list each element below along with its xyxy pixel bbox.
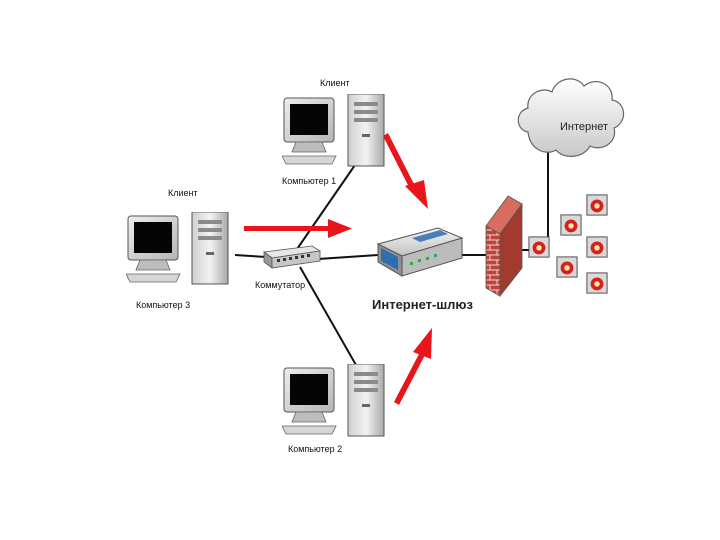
computer2-label: Компьютер 2 [288,444,342,454]
web-node-icon [586,236,608,258]
arrow-computer2-to-gateway [394,328,432,405]
arrow-computer1-to-gateway [383,133,428,209]
internet-label: Интернет [560,121,608,133]
computer1-icon [282,94,387,167]
cloud-icon [517,78,625,157]
web-node-icon [586,272,608,294]
web-node-icon [556,256,578,278]
computer3-group: Клиент Компьютер 3 [126,188,231,310]
cable-computer3-switch [234,254,267,258]
switch-group: Коммутатор [255,245,322,290]
computer2-icon [282,364,387,437]
gateway-label: Интернет-шлюз [372,297,474,312]
switch-label: Коммутатор [255,280,305,290]
web-node-icon [560,214,582,236]
computer3-label: Компьютер 3 [136,300,190,310]
computer3-icon [126,212,231,285]
cable-computer1-switch [294,164,356,253]
client-left-label: Клиент [168,188,198,198]
computer1-label: Компьютер 1 [282,176,336,186]
firewall-icon [485,195,523,298]
cable-computer2-switch [299,266,361,373]
client-top-label: Клиент [320,78,350,88]
internet-cloud-group: Интернет [517,78,625,157]
arrow-computer3-to-gateway [244,219,352,238]
gateway-icon [376,227,464,277]
web-node-icon [528,236,550,258]
gateway-group: Интернет-шлюз [372,227,474,312]
switch-icon [262,245,322,269]
cable-switch-gateway [317,254,379,260]
web-node-icon [586,194,608,216]
internet-nodes [528,194,608,294]
traffic-arrows [244,133,432,405]
computer1-group: Клиент Компьютер 1 [282,78,387,186]
computer2-group: Компьютер 2 [282,364,387,454]
